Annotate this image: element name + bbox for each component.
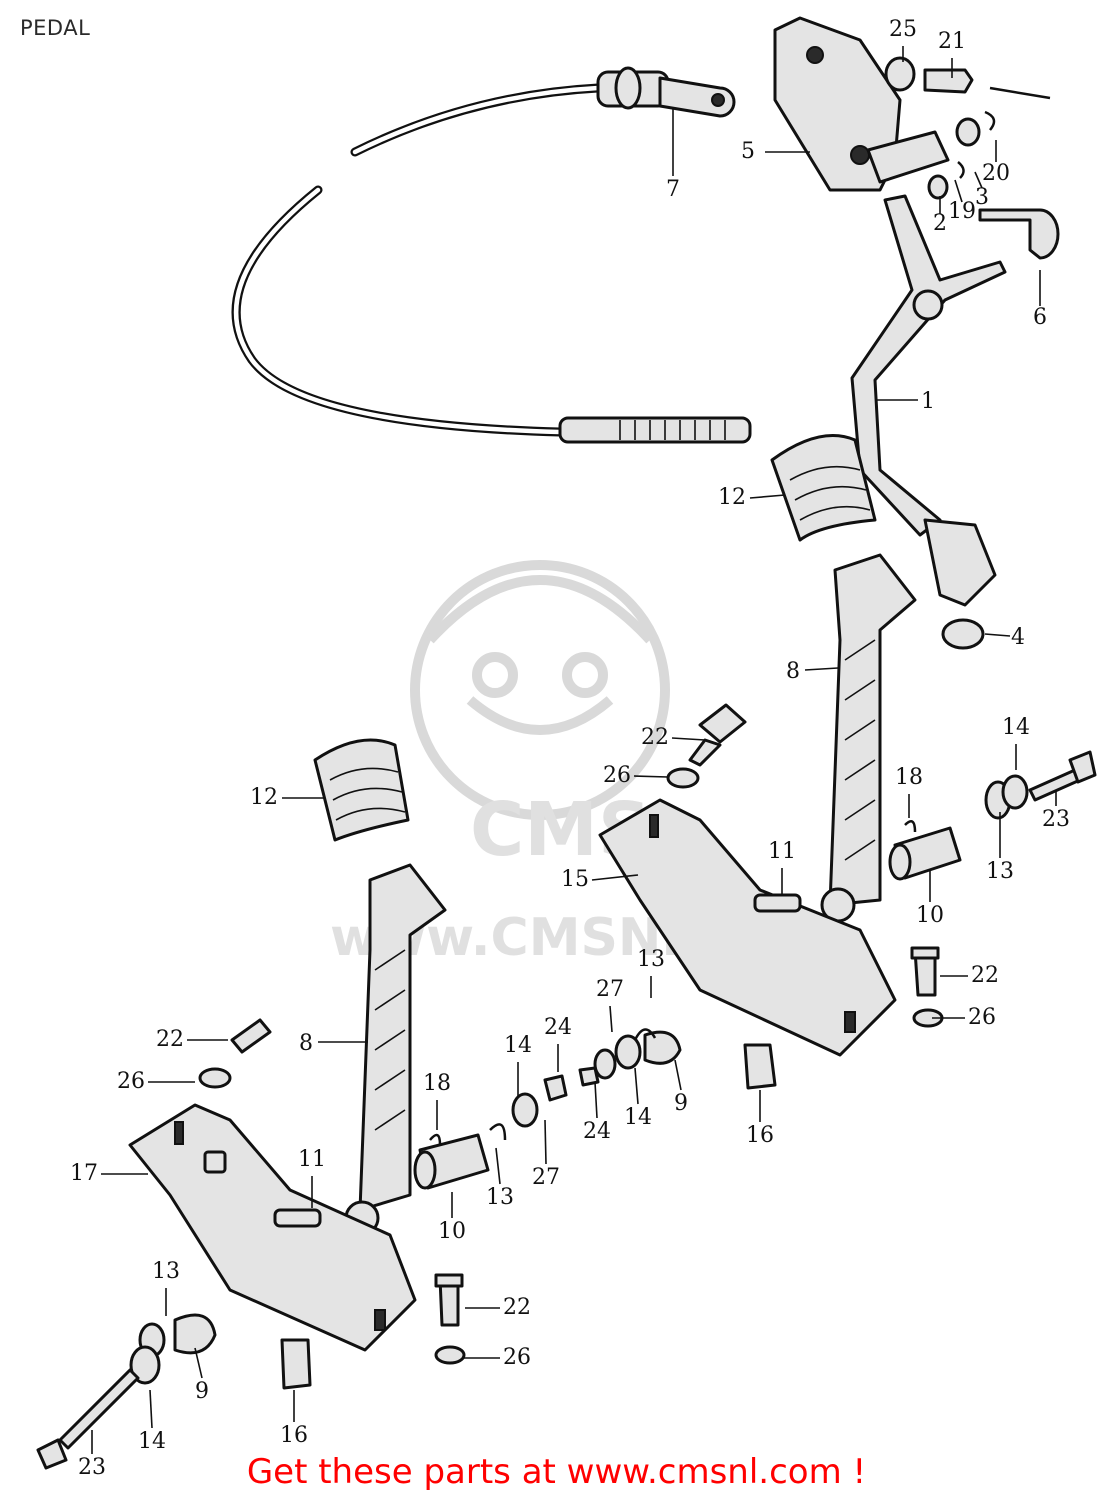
callout-c27b: 27	[532, 1165, 560, 1190]
callout-c11a: 11	[768, 839, 796, 864]
callout-c6: 6	[1033, 305, 1047, 330]
callout-c18a: 18	[895, 765, 923, 790]
callout-c5: 5	[741, 139, 755, 164]
callout-c4: 4	[1011, 625, 1025, 650]
right-pivot-group	[888, 750, 1097, 881]
pedal-rubber-pad-upper	[770, 434, 877, 542]
callout-c20: 20	[982, 161, 1010, 186]
callout-c8a: 8	[786, 659, 800, 684]
callout-c12a: 12	[718, 485, 746, 510]
left-hardware-group	[36, 1018, 466, 1470]
callout-c14c: 14	[624, 1105, 652, 1130]
clutch-pedal-arm-right	[820, 553, 917, 923]
callout-c10b: 10	[438, 1219, 466, 1244]
callout-c7: 7	[666, 177, 680, 202]
callout-c9a: 9	[674, 1091, 688, 1116]
callout-c9b: 9	[195, 1379, 209, 1404]
callout-c18b: 18	[423, 1071, 451, 1096]
clutch-pedal-arm-left	[344, 863, 447, 1236]
callout-c16a: 16	[746, 1123, 774, 1148]
callout-c23b: 23	[78, 1455, 106, 1480]
callout-c26d: 26	[503, 1345, 531, 1370]
pedal-bracket-left	[128, 1103, 417, 1352]
pedal-bracket-right	[598, 798, 897, 1057]
leader-line-c4	[984, 633, 1011, 637]
callout-c11b: 11	[298, 1147, 326, 1172]
callout-c12b: 12	[250, 785, 278, 810]
leader-line-c27b	[544, 1119, 547, 1165]
callout-c22d: 22	[503, 1295, 531, 1320]
callout-c24a: 24	[544, 1015, 572, 1040]
leader-line-c27a	[609, 1005, 613, 1033]
callout-c21: 21	[938, 29, 966, 54]
callout-c13c: 13	[486, 1185, 514, 1210]
callout-c14d: 14	[138, 1429, 166, 1454]
parts-link-banner[interactable]: Get these parts at www.cmsnl.com !	[246, 1452, 867, 1492]
pedal-stopper-rubber	[941, 618, 985, 650]
leader-line-c19	[954, 179, 963, 203]
callout-c22b: 22	[971, 963, 999, 988]
callout-c13a: 13	[986, 859, 1014, 884]
leader-line-c9a	[674, 1059, 682, 1091]
leader-line-c9b	[194, 1347, 203, 1379]
brake-pedal-arm	[850, 194, 1007, 607]
callout-c8b: 8	[299, 1031, 313, 1056]
leader-line-c12a	[749, 494, 786, 499]
callout-c26a: 26	[603, 763, 631, 788]
callout-c15: 15	[561, 867, 589, 892]
callout-c17: 17	[70, 1161, 98, 1186]
pedal-rubber-pad-lower	[313, 738, 410, 842]
callout-c19: 19	[948, 199, 976, 224]
bolt-22-upper	[666, 703, 747, 789]
callout-c13d: 13	[152, 1259, 180, 1284]
callout-c14b: 14	[504, 1033, 532, 1058]
callout-c3: 3	[975, 185, 989, 210]
callout-c25: 25	[889, 17, 917, 42]
leader-line-c14d	[149, 1389, 153, 1429]
callout-c24b: 24	[583, 1119, 611, 1144]
leader-line-c3	[974, 171, 983, 189]
callout-c16b: 16	[280, 1423, 308, 1448]
leader-line-c26a	[633, 775, 669, 778]
callout-c10a: 10	[916, 903, 944, 928]
callout-c13b: 13	[637, 947, 665, 972]
callout-c22a: 22	[641, 725, 669, 750]
leader-line-c14c	[634, 1067, 639, 1105]
pedal-bracket	[773, 16, 1060, 260]
callout-c1: 1	[921, 389, 935, 414]
callout-c14a: 14	[1002, 715, 1030, 740]
callout-c26c: 26	[117, 1069, 145, 1094]
leader-line-c24b	[594, 1081, 598, 1119]
callout-c26b: 26	[968, 1005, 996, 1030]
leader-line-c15	[591, 874, 639, 881]
callout-c27a: 27	[596, 977, 624, 1002]
cable-assembly	[231, 66, 752, 444]
leader-line-c22a	[671, 737, 706, 741]
callout-c22c: 22	[156, 1027, 184, 1052]
leader-line-c8a	[804, 667, 839, 671]
leader-line-c13c	[495, 1147, 501, 1185]
callout-c2: 2	[933, 211, 947, 236]
page-title: PEDAL	[20, 16, 91, 40]
callout-c23a: 23	[1042, 807, 1070, 832]
